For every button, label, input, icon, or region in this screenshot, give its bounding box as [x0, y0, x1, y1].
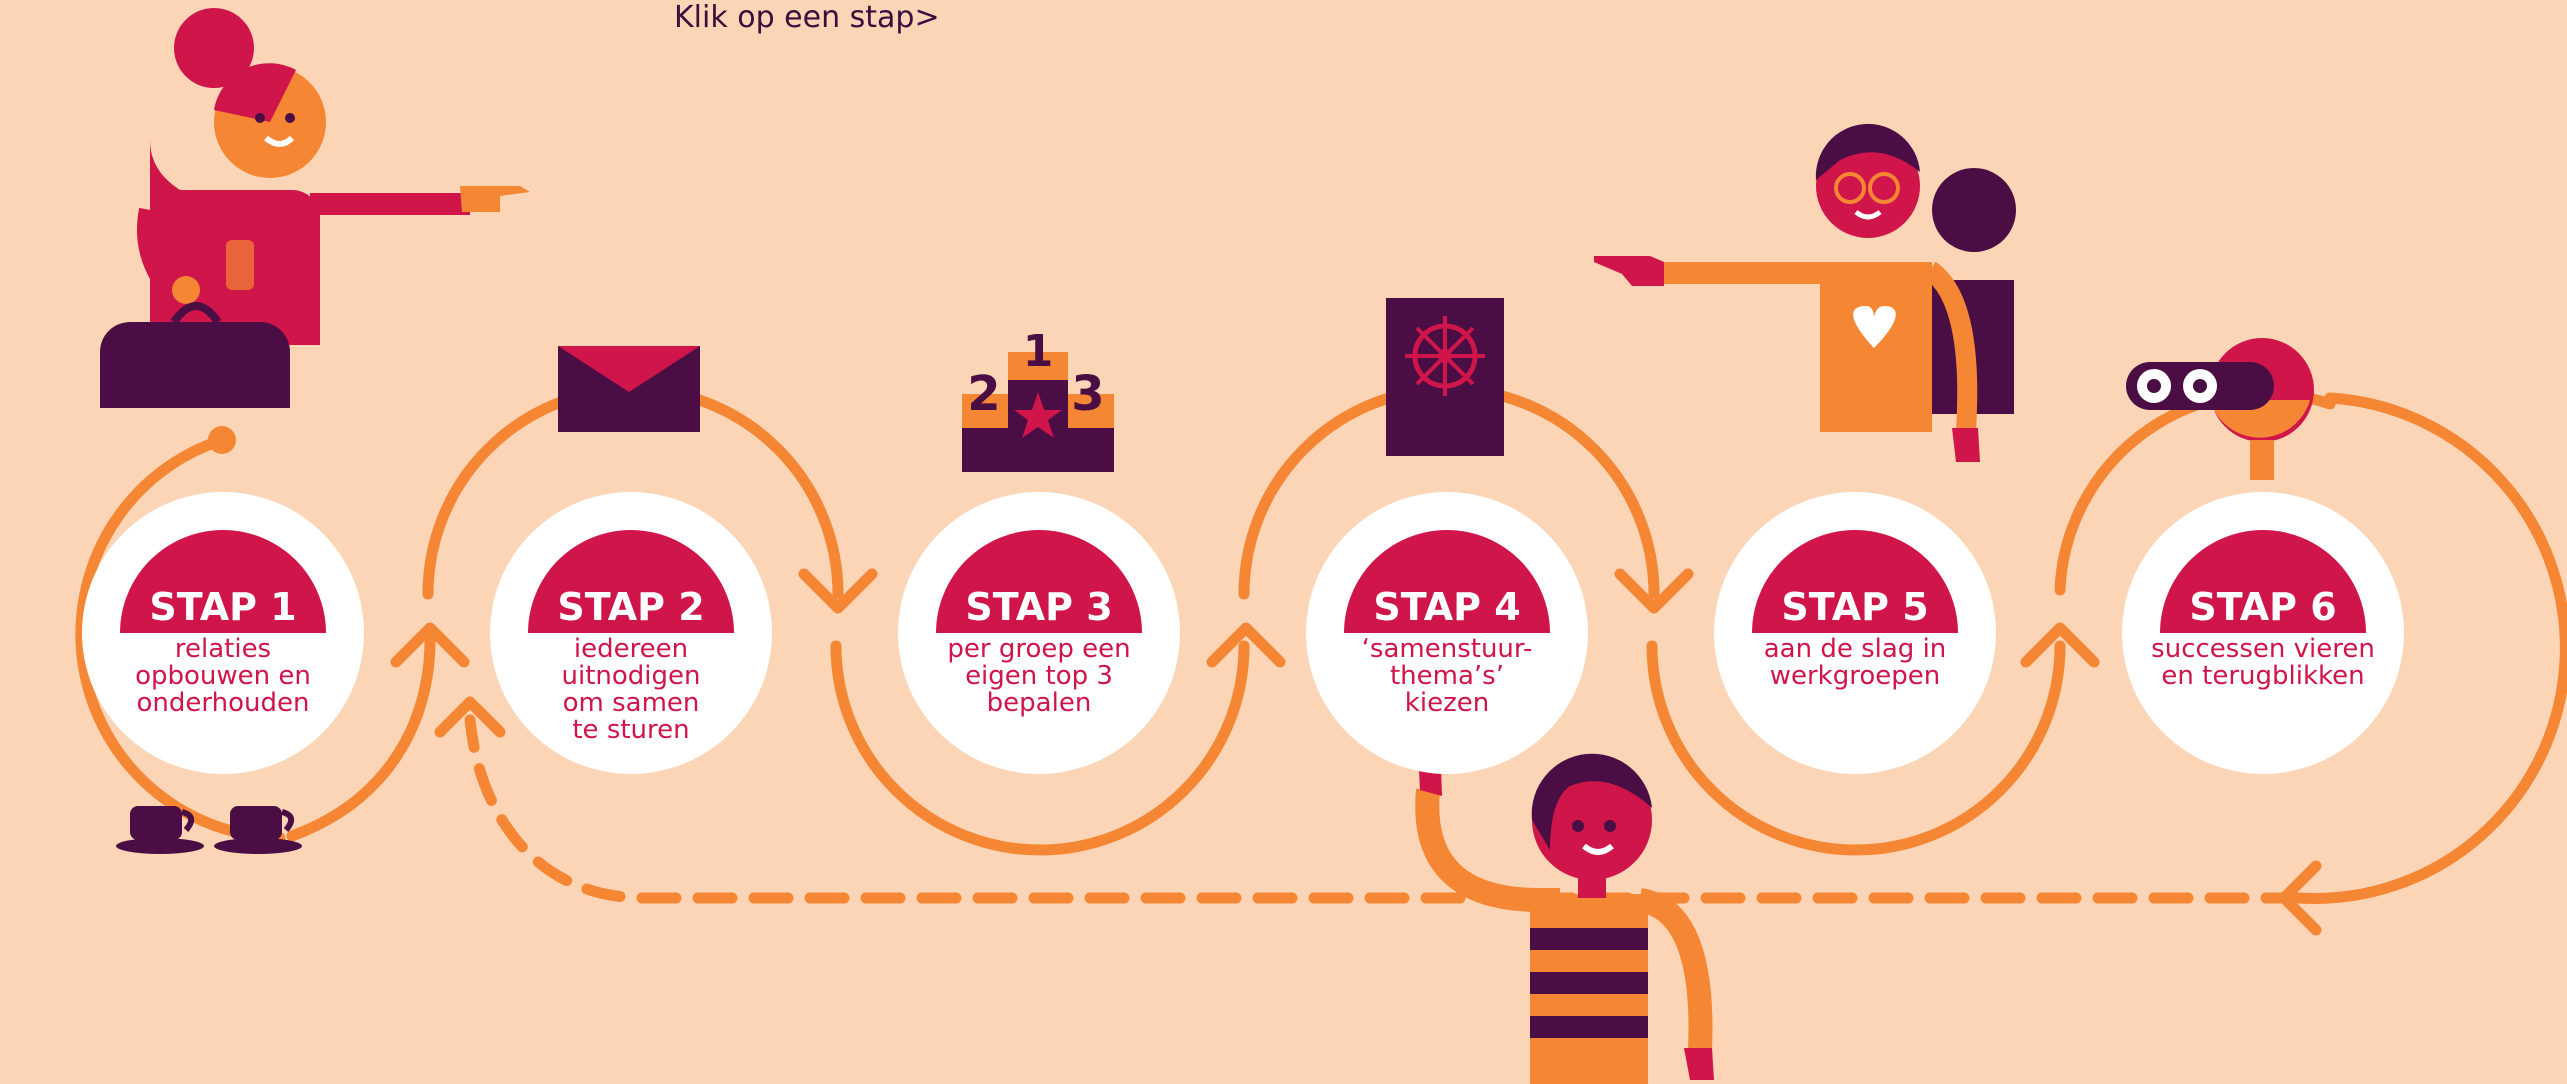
step-5-title: STAP 5 [1781, 585, 1929, 629]
step-4-title: STAP 4 [1373, 585, 1521, 629]
arrow-head-3 [1206, 622, 1286, 668]
step-3-desc-line: bepalen [986, 688, 1092, 718]
step-4-badge: STAP 4 [1344, 530, 1550, 633]
step-2-button[interactable]: STAP 2 iedereen uitnodigen om samen te s… [490, 492, 772, 774]
podium-label-3: 3 [1071, 366, 1104, 422]
step-3-desc-line: per groep een [947, 634, 1131, 664]
step-3-badge: STAP 3 [936, 530, 1142, 633]
step-5-badge: STAP 5 [1752, 530, 1958, 633]
step-6-badge: STAP 6 [2160, 530, 2366, 633]
step-5-description: aan de slag in werkgroepen [1726, 636, 1984, 690]
step-6-title: STAP 6 [2189, 585, 2337, 629]
step-2-desc-line: uitnodigen [561, 661, 701, 691]
step-4-desc-line: thema’s’ [1389, 661, 1504, 691]
step-2-title: STAP 2 [557, 585, 705, 629]
step-1-badge: STAP 1 [120, 530, 326, 633]
ship-wheel-card-icon [1386, 298, 1504, 456]
arrow-head-5 [2020, 622, 2100, 668]
step-2-badge: STAP 2 [528, 530, 734, 633]
podium-label-1: 1 [1023, 326, 1054, 377]
return-dashed-line [464, 714, 2306, 904]
step-2-desc-line: iedereen [573, 634, 689, 664]
step-4-desc-line: kiezen [1404, 688, 1490, 718]
woman-with-bag-illustration [100, 8, 530, 408]
step-3-title: STAP 3 [965, 585, 1113, 629]
loop-5-arc [1646, 640, 2066, 856]
step-2-desc-line: om samen [562, 688, 700, 718]
arrow-head-return [2278, 860, 2322, 936]
step-5-desc-line: aan de slag in [1763, 634, 1947, 664]
step-1-button[interactable]: STAP 1 relaties opbouwen en onderhouden [82, 492, 364, 774]
step-4-description: ‘samenstuur- thema’s’ kiezen [1318, 636, 1576, 717]
instruction-hint: Klik op een stap> [674, 0, 940, 35]
loop-1-connector [286, 634, 436, 842]
step-1-title: STAP 1 [149, 585, 297, 629]
step-3-desc-line: eigen top 3 [965, 661, 1113, 691]
step-2-desc-line: te sturen [572, 715, 690, 745]
step-5-button[interactable]: STAP 5 aan de slag in werkgroepen [1714, 492, 1996, 774]
podium-icon: 1 2 3 [962, 326, 1114, 472]
boy-raising-hand-illustration [1415, 736, 1714, 1084]
step-1-description: relaties opbouwen en onderhouden [94, 636, 352, 717]
step-6-description: successen vieren en terugblikken [2134, 636, 2392, 690]
arrow-head-1 [390, 622, 470, 668]
step-3-button[interactable]: STAP 3 per groep een eigen top 3 bepalen [898, 492, 1180, 774]
woman-pointing-illustration [1594, 123, 2016, 462]
step-5-desc-line: werkgroepen [1769, 661, 1941, 691]
envelope-icon [558, 346, 700, 432]
step-6-desc-line: en terugblikken [2161, 661, 2365, 691]
loop-1-arc [75, 434, 286, 844]
step-2-description: iedereen uitnodigen om samen te sturen [502, 636, 760, 744]
arrow-head-4 [1614, 568, 1694, 614]
binoculars-person-illustration [2126, 338, 2314, 480]
step-4-desc-line: ‘samenstuur- [1361, 634, 1533, 664]
step-3-description: per groep een eigen top 3 bepalen [910, 636, 1168, 717]
step-6-desc-line: successen vieren [2151, 634, 2375, 664]
step-6-button[interactable]: STAP 6 successen vieren en terugblikken [2122, 492, 2404, 774]
arrow-head-dashed [434, 696, 506, 738]
arrow-head-2 [798, 568, 878, 614]
step-1-desc-line: opbouwen en [135, 661, 311, 691]
loop-6-return [2294, 392, 2567, 904]
loop-3-arc [830, 640, 1250, 856]
loop-1-start-dot [208, 426, 236, 454]
step-1-desc-line: relaties [174, 634, 272, 664]
podium-label-2: 2 [967, 366, 1000, 422]
coffee-cups-icon [116, 806, 302, 854]
step-1-desc-line: onderhouden [136, 688, 310, 718]
step-4-button[interactable]: STAP 4 ‘samenstuur- thema’s’ kiezen [1306, 492, 1588, 774]
